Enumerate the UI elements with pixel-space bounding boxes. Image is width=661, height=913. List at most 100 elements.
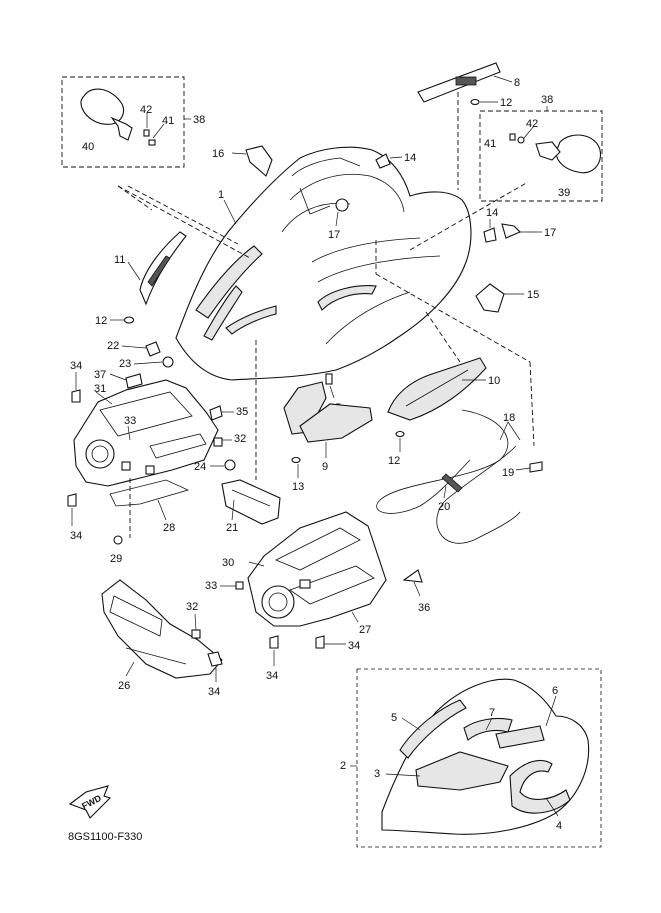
- callout-36: 36: [418, 602, 430, 614]
- bracket-21-icon: [221, 479, 281, 525]
- right-mirror-group: 42 41 38 39: [479, 94, 603, 202]
- reference-code: 8GS1100-F330: [68, 831, 142, 843]
- callout-5: 5: [391, 712, 397, 724]
- callout-16: 16: [212, 148, 224, 160]
- callout-21: 21: [226, 522, 238, 534]
- bolt-34d-icon: [269, 635, 279, 649]
- right-mirror-stem-icon: [535, 141, 561, 161]
- clip-15-icon: [475, 283, 505, 313]
- callout-38-right: 38: [541, 94, 553, 106]
- bolt-34-icon: [71, 389, 81, 403]
- callout-33-right: 33: [205, 580, 217, 592]
- callout-24: 24: [194, 461, 206, 473]
- callout-29: 29: [110, 553, 122, 565]
- bolt-34b-icon: [67, 493, 77, 507]
- left-mirror-group: 42 41 38 40: [61, 76, 205, 168]
- callout-35: 35: [236, 406, 248, 418]
- callout-34-lower: 34: [208, 686, 220, 698]
- bolt-34c-icon: [315, 635, 325, 649]
- grommet-12-left-icon: [123, 316, 135, 324]
- clip-36-icon: [402, 569, 423, 583]
- clip-37-icon: [125, 373, 143, 389]
- callout-15: 15: [527, 289, 539, 301]
- left-mirror-icon: [80, 88, 125, 125]
- nut-23-icon: [162, 356, 174, 368]
- right-mirror-washer-icon: [517, 136, 525, 144]
- callout-14-right: 14: [486, 207, 498, 219]
- callout-34-right: 34: [348, 640, 360, 652]
- clip-32b-icon: [191, 629, 201, 639]
- callout-6: 6: [552, 685, 558, 697]
- callout-12-right: 12: [388, 455, 400, 467]
- callout-19: 19: [502, 467, 514, 479]
- callout-7: 7: [489, 707, 495, 719]
- callout-8: 8: [514, 77, 520, 89]
- callout-14-top: 14: [404, 152, 416, 164]
- fwd-arrow: FWD: [68, 785, 112, 819]
- cowl-vent-icon: [195, 245, 263, 319]
- clip-16-icon: [245, 145, 273, 177]
- decal-4-icon: [509, 759, 571, 814]
- left-mirror-nut-icon: [148, 139, 156, 146]
- decal-set-2: 2 5 7 6 3 4: [340, 668, 602, 848]
- front-cowl-1: 1: [175, 146, 472, 381]
- callout-20: 20: [438, 501, 450, 513]
- vent-9-icon: [299, 403, 373, 443]
- callout-34-bottom: 34: [266, 670, 278, 682]
- callout-26: 26: [118, 680, 130, 692]
- grommet-12-right-icon: [395, 430, 405, 438]
- left-mirror-stem-icon: [110, 116, 133, 141]
- callout-37: 37: [94, 369, 106, 381]
- callout-12-left: 12: [95, 315, 107, 327]
- inner-panel-port-icon: [85, 439, 115, 469]
- decal-3-icon: [415, 751, 509, 791]
- clip-14b-icon: [483, 227, 497, 243]
- callout-27: 27: [359, 624, 371, 636]
- inner-panel-31: 31 33 28: [73, 379, 219, 534]
- left-mirror-washer-icon: [143, 129, 150, 137]
- decal-outline: [381, 678, 590, 835]
- inner-panel-30: 30 27: [222, 511, 387, 636]
- grommet-13-icon: [291, 456, 301, 464]
- screw-22-icon: [145, 341, 161, 357]
- vent-10-icon: [387, 357, 487, 421]
- callout-10: 10: [488, 375, 500, 387]
- clip-19-icon: [529, 461, 543, 473]
- grommet-29-icon: [113, 535, 123, 545]
- callout-40: 40: [82, 141, 94, 153]
- vent-9a-icon: [283, 381, 327, 435]
- callout-41: 41: [162, 115, 174, 127]
- callout-22: 22: [107, 340, 119, 352]
- callout-28: 28: [163, 522, 175, 534]
- clip-32-icon: [213, 437, 223, 447]
- callout-9: 9: [322, 461, 328, 473]
- clip-25-icon: [325, 373, 333, 385]
- bolt-34e-icon: [207, 651, 223, 667]
- bracket-8: 8 12: [417, 62, 520, 190]
- callout-32-lower: 32: [186, 601, 198, 613]
- callout-23: 23: [119, 358, 131, 370]
- screw-17b-icon: [501, 223, 521, 239]
- nut-24-icon: [224, 459, 236, 471]
- callout-17-right: 17: [544, 227, 556, 239]
- fwd-arrow-icon: [68, 785, 112, 819]
- callout-11: 11: [114, 254, 125, 266]
- clip-35-icon: [209, 405, 223, 421]
- cable-18-a: [376, 409, 509, 514]
- callout-3: 3: [374, 768, 380, 780]
- callout-41-right: 41: [484, 138, 496, 150]
- callout-17: 17: [328, 229, 340, 241]
- callout-30: 30: [222, 557, 234, 569]
- front-cowl-outline: [175, 146, 472, 381]
- decal-6-icon: [495, 725, 545, 749]
- lower-cover-26: 26: [101, 579, 223, 692]
- clip-14-icon: [375, 153, 391, 169]
- lower-cover-outline: [101, 579, 223, 679]
- screw-17-icon: [335, 198, 349, 212]
- callout-34: 34: [70, 360, 82, 372]
- cable-18: 20 18 19: [376, 409, 543, 544]
- spring-20-icon: [441, 473, 463, 493]
- callout-34-left: 34: [70, 530, 82, 542]
- callout-38: 38: [193, 114, 205, 126]
- right-mirror-icon: [555, 134, 602, 174]
